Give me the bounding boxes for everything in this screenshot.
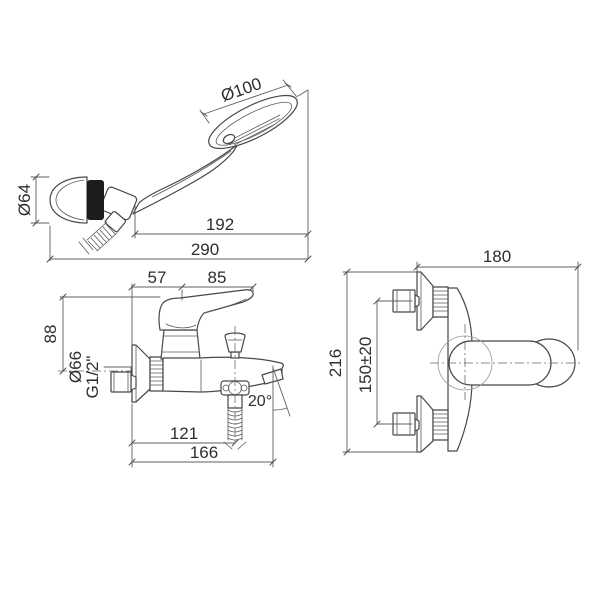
shower-head [208,94,298,150]
dim-axis-to-spout: 166 [190,443,218,462]
mixer-front-view: 20° 57 85 88 Ø66 G1/2" 121 [41,268,291,468]
top-view-dimensions: 180 216 150±20 [326,247,582,456]
wall-connection-bottom [392,395,449,453]
dim-overall-height: 216 [326,349,345,377]
dim-spout-angle: 20° [248,393,272,410]
diverter-knob [224,332,246,359]
dim-depth: 180 [483,247,511,266]
spout-angle: 20° [248,365,291,468]
dim-height-above-axis: 88 [41,325,60,344]
dim-flange-diameter: Ø66 [66,351,85,383]
hose-break-marks [78,237,94,255]
mixer-top-view: 180 216 150±20 [326,247,582,456]
bell-ring [87,180,104,220]
dim-centers-distance: 150±20 [356,337,375,394]
handshower-drawing: Ø100 Ø64 192 290 [15,74,312,263]
dim-thread-size: G1/2" [83,356,102,399]
flange-nut [149,356,164,392]
shower-handle [132,143,239,215]
dim-axis-to-hose: 121 [170,424,198,443]
hose-connector [104,210,127,233]
front-view-dimensions: 57 85 88 Ø66 G1/2" 121 166 [41,268,277,468]
shower-hose [78,221,118,255]
wall-union-fitting [110,371,137,393]
dim-partial-length: 192 [206,215,234,234]
dim-holder-diameter: Ø64 [15,184,34,216]
wall-bell [49,176,104,224]
dim-wall-to-axis: 57 [148,268,167,287]
lever-handle [158,289,254,331]
wall-flange [131,344,151,403]
dim-total-length: 290 [191,240,219,259]
hang-loop [222,133,236,145]
dim-axis-to-lever: 85 [208,268,227,287]
mixer-body [160,329,201,360]
